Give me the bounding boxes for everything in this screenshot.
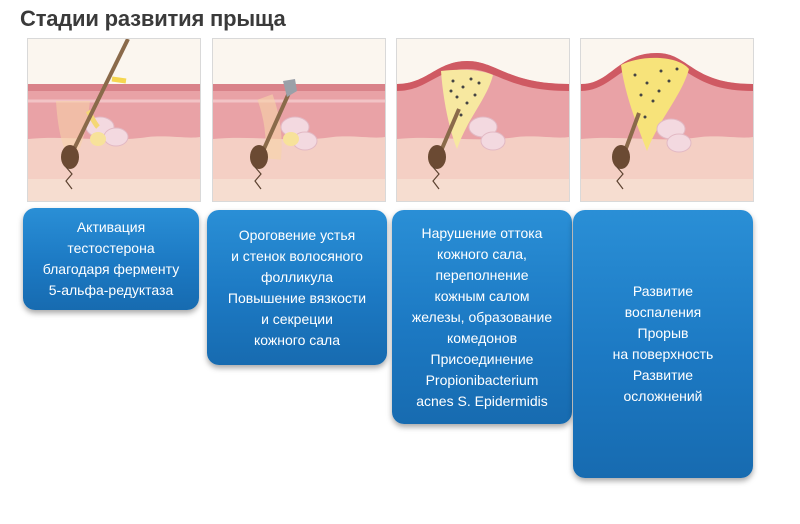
stage-2-line: Повышение вязкости	[227, 289, 367, 306]
stage-2-line: и секреции	[261, 310, 333, 327]
stage-2-illustration	[212, 38, 386, 202]
stage-2-line: и стенок волосяного	[231, 247, 363, 264]
stage-3-line: комедонов	[446, 329, 518, 346]
stage-3-line: Propionibacterium	[425, 371, 539, 388]
stage-3-line: Нарушение оттока	[421, 224, 543, 241]
stage-1-line: благодаря ферменту	[42, 261, 180, 277]
stage-3-line: кожным салом	[434, 287, 530, 304]
stage-3-illustration	[396, 38, 570, 202]
stage-3-line: кожного сала,	[437, 245, 527, 262]
stage-4-line: воспаления	[624, 304, 702, 320]
stage-3-description: Нарушение оттока кожного сала, переполне…	[392, 210, 572, 424]
stage-4-line: Прорыв	[637, 325, 689, 341]
stage-2-line: Ороговение устья	[238, 226, 356, 243]
stage-4-line: на поверхность	[612, 346, 714, 362]
stage-4-line: Развитие	[632, 283, 694, 299]
stage-3-line: железы, образование	[411, 308, 553, 325]
stage-4-illustration	[580, 38, 754, 202]
stage-3-line: Присоединение	[430, 350, 534, 367]
stage-4-line: осложнений	[623, 388, 703, 404]
stage-1-illustration	[27, 38, 201, 202]
stage-1-line: Активация	[76, 219, 146, 235]
stage-1-line: тестостерона	[67, 240, 155, 256]
stage-3-line: acnes S. Epidermidis	[416, 392, 548, 409]
stage-4-line: Развитие	[632, 367, 694, 383]
stage-2-description: Ороговение устья и стенок волосяного фол…	[207, 210, 387, 365]
stage-2-line: кожного сала	[253, 331, 340, 348]
page-title: Стадии развития прыща	[20, 6, 286, 31]
stage-4-description: Развитие воспаления Прорыв на поверхност…	[573, 210, 753, 478]
stage-3-line: переполнение	[435, 266, 529, 283]
stage-1-line: 5-альфа-редуктаза	[48, 282, 174, 298]
stage-2-line: фолликула	[260, 268, 334, 285]
stage-1-description: Активация тестостерона благодаря фермент…	[23, 208, 199, 310]
